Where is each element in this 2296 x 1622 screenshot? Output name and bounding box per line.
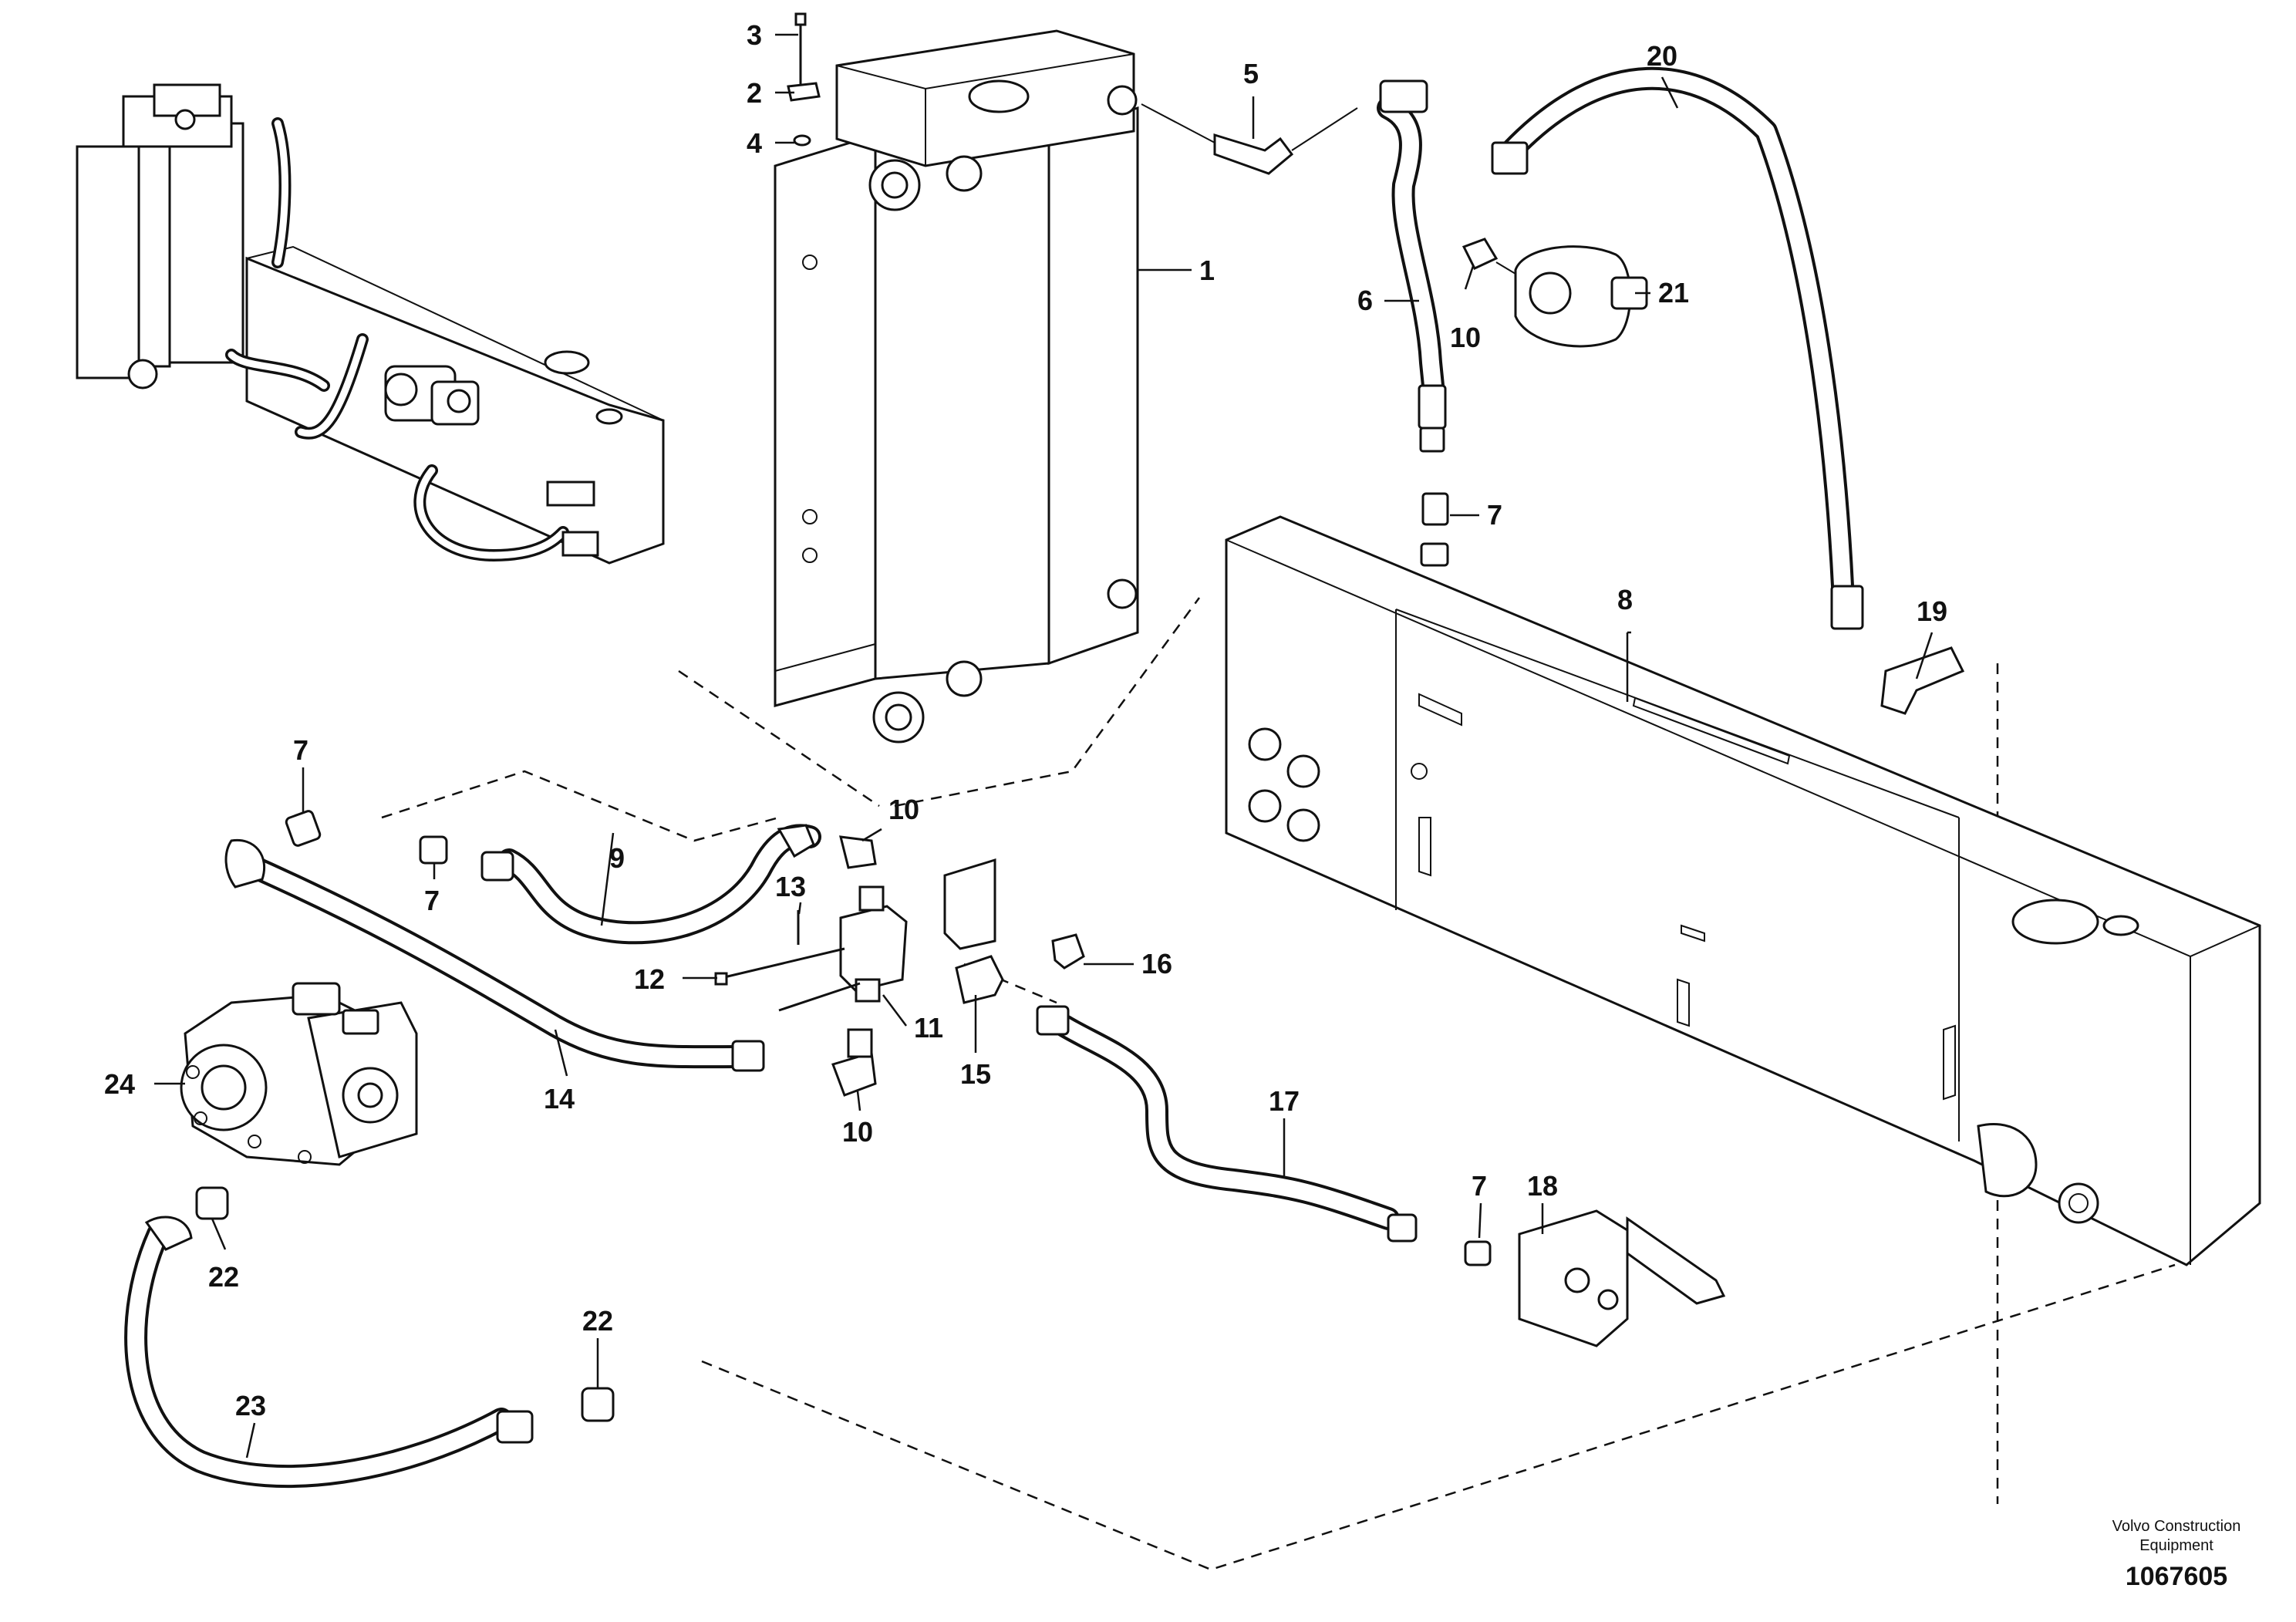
callout-7-lower: 7 <box>1472 1170 1487 1202</box>
callout-17: 17 <box>1269 1085 1300 1117</box>
pump-assembly <box>180 982 418 1166</box>
hydraulic-tank <box>1225 515 2261 1266</box>
callout-7-mid: 7 <box>424 885 440 916</box>
callout-5: 5 <box>1243 58 1259 89</box>
callout-14: 14 <box>544 1083 575 1114</box>
hoses <box>124 66 1864 1489</box>
fittings <box>144 238 1965 1444</box>
callout-8: 8 <box>1617 584 1633 615</box>
callout-2: 2 <box>747 77 762 109</box>
elbow-5 <box>1213 133 1294 175</box>
callout-10-upper: 10 <box>888 794 919 825</box>
callout-numbers: 1 2 3 4 5 6 7 7 7 7 8 9 10 10 10 11 12 1… <box>104 19 1947 1421</box>
callout-4: 4 <box>747 127 762 159</box>
leader-lines <box>154 33 1934 1458</box>
callout-11: 11 <box>914 1012 943 1044</box>
callout-22-lower: 22 <box>582 1305 613 1337</box>
callout-10-lower: 10 <box>842 1116 873 1148</box>
callout-7-left: 7 <box>293 734 308 766</box>
callout-23: 23 <box>235 1390 266 1421</box>
callout-9: 9 <box>609 842 625 874</box>
document-number: 1067605 <box>2126 1562 2227 1591</box>
callout-12: 12 <box>634 963 665 995</box>
brand-line-1: Volvo Construction <box>2112 1518 2241 1535</box>
callout-19: 19 <box>1917 595 1947 627</box>
callout-7-upper: 7 <box>1487 499 1502 531</box>
callout-21: 21 <box>1658 277 1689 309</box>
oil-cooler <box>774 29 1139 744</box>
overview-thumbnail <box>76 83 665 565</box>
callout-18: 18 <box>1527 1170 1558 1202</box>
callout-24: 24 <box>104 1068 135 1100</box>
callout-20: 20 <box>1647 40 1677 72</box>
callout-15: 15 <box>960 1058 991 1090</box>
callout-1: 1 <box>1199 255 1215 286</box>
callout-13: 13 <box>775 871 806 902</box>
bolt-clip-washer <box>787 12 821 147</box>
brand-line-2: Equipment <box>2139 1537 2213 1554</box>
callout-10-motor: 10 <box>1450 322 1481 353</box>
dashed-guides <box>381 597 2176 1571</box>
callout-16: 16 <box>1141 948 1172 980</box>
callout-6: 6 <box>1357 285 1373 316</box>
callout-22-upper: 22 <box>208 1261 239 1293</box>
callout-3: 3 <box>747 19 762 51</box>
footer: Volvo Construction Equipment 1067605 <box>2112 1518 2241 1591</box>
